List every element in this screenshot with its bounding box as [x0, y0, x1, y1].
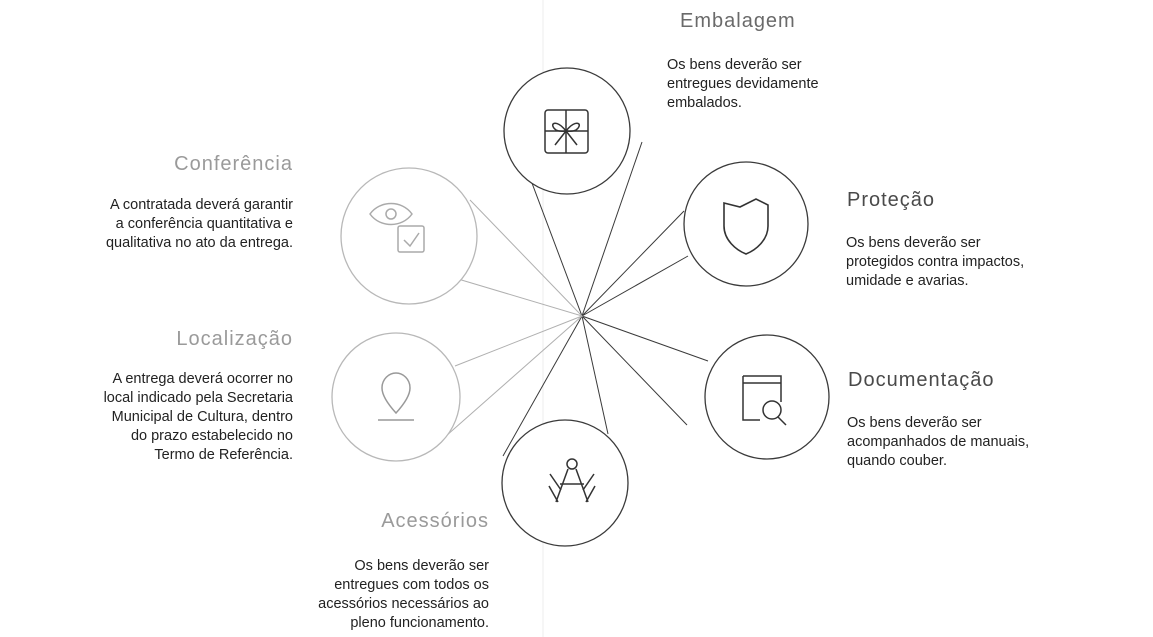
text-conferencia: A contratada deverá garantir a conferênc… [105, 197, 293, 251]
title-protecao: Proteção [847, 189, 936, 211]
connector-conferencia [447, 199, 584, 318]
connector-localizacao [445, 315, 583, 437]
title-documentacao: Documentação [848, 369, 995, 391]
connector-documentacao [581, 315, 709, 426]
text-embalagem: Os bens deverão ser entregues devidament… [667, 57, 819, 111]
text-protecao: Os bens deverão ser protegidos contra im… [846, 235, 1025, 289]
circle-localizacao [331, 332, 461, 462]
gift-box-icon [544, 109, 589, 154]
title-acessorios: Acessórios [381, 510, 489, 532]
connector-protecao [581, 210, 689, 317]
eye-checklist-icon [369, 202, 425, 253]
title-embalagem: Embalagem [680, 10, 796, 32]
compass-tools-icon [548, 458, 596, 503]
title-conferencia: Conferência [174, 153, 293, 175]
text-acessorios: Os bens deverão ser entregues com todos … [318, 558, 489, 631]
circle-acessorios [501, 419, 629, 547]
title-localizacao: Localização [176, 328, 293, 350]
text-localizacao: A entrega deverá ocorrer no local indica… [103, 371, 293, 463]
location-pin-icon [378, 372, 414, 421]
circle-protecao [683, 161, 809, 287]
circle-conferencia [340, 167, 478, 305]
shield-icon [723, 198, 769, 255]
document-search-icon [742, 375, 787, 426]
text-documentacao: Os bens deverão ser acompanhados de manu… [847, 415, 1030, 469]
circle-documentacao [704, 334, 830, 460]
